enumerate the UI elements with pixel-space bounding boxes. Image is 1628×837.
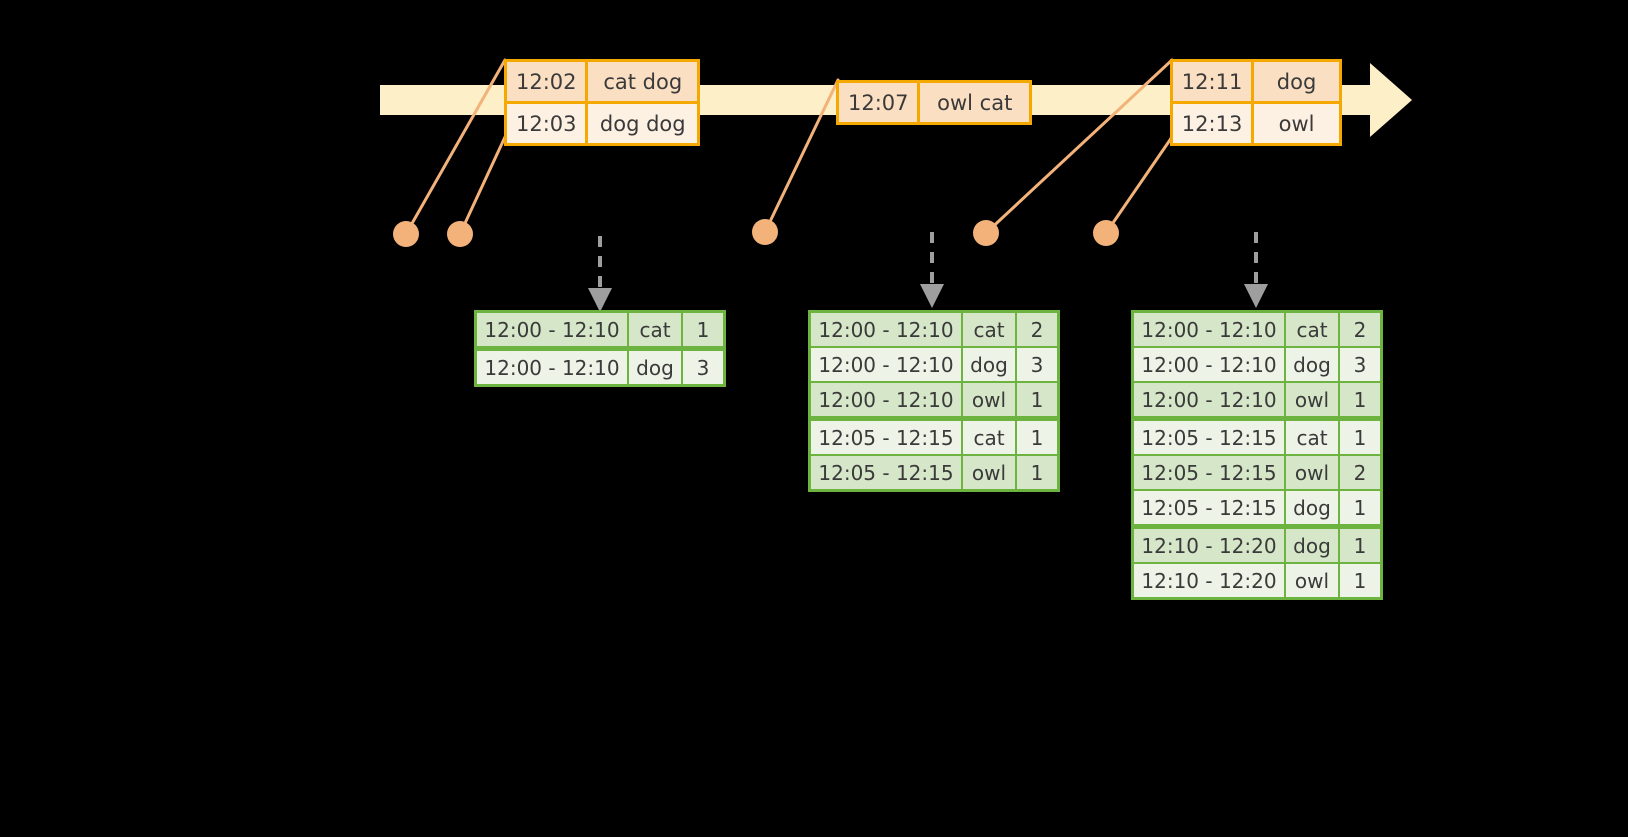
count-cell: 3 [683,351,723,384]
result-arrows [588,232,1268,312]
event-value: owl cat [920,83,1029,122]
window-cell: 12:00 - 12:10 [811,313,961,346]
table-row: 12:00 - 12:10 owl 1 [811,383,1057,416]
count-cell: 1 [683,313,723,346]
event-value: owl [1254,104,1339,143]
table-row: 12:00 - 12:10 cat 2 [811,313,1057,346]
result-table-2: 12:00 - 12:10 cat 2 12:00 - 12:10 dog 3 … [808,310,1060,492]
event-value: cat dog [588,62,697,101]
window-cell: 12:00 - 12:10 [811,348,961,381]
event-group-2: 12:07 owl cat [836,80,1032,125]
key-cell: dog [1286,529,1338,562]
key-cell: cat [963,421,1015,454]
table-row: 12:05 - 12:15 dog 1 [1134,491,1380,524]
stream-dot-5 [1093,220,1119,246]
count-cell: 2 [1340,456,1380,489]
window-cell: 12:05 - 12:15 [1134,491,1284,524]
count-cell: 1 [1017,421,1057,454]
count-cell: 1 [1340,529,1380,562]
event-row: 12:02 cat dog [507,62,697,101]
table-row: 12:00 - 12:10 cat 1 [477,313,723,346]
count-cell: 2 [1017,313,1057,346]
window-cell: 12:00 - 12:10 [477,313,627,346]
window-cell: 12:05 - 12:15 [1134,456,1284,489]
count-cell: 1 [1340,421,1380,454]
key-cell: owl [1286,456,1338,489]
window-cell: 12:05 - 12:15 [811,456,961,489]
result-table-3: 12:00 - 12:10 cat 2 12:00 - 12:10 dog 3 … [1131,310,1383,600]
stream-dot-3 [752,219,778,245]
table-row: 12:00 - 12:10 dog 3 [811,348,1057,381]
stream-dot-4 [973,220,999,246]
event-time: 12:02 [507,62,589,101]
event-row: 12:07 owl cat [839,83,1029,122]
event-time: 12:03 [507,104,589,143]
count-cell: 3 [1017,348,1057,381]
table-row: 12:00 - 12:10 owl 1 [1134,383,1380,416]
key-cell: cat [1286,421,1338,454]
window-cell: 12:00 - 12:10 [811,383,961,416]
table-row: 12:05 - 12:15 cat 1 [811,421,1057,454]
table-row: 12:05 - 12:15 owl 1 [811,456,1057,489]
table-row: 12:00 - 12:10 dog 3 [1134,348,1380,381]
stream-dot-2 [447,221,473,247]
key-cell: owl [963,383,1015,416]
table-row: 12:00 - 12:10 cat 2 [1134,313,1380,346]
result-arrow-3 [1244,232,1268,308]
window-cell: 12:05 - 12:15 [811,421,961,454]
event-value: dog dog [588,104,697,143]
stream-dot-1 [393,221,419,247]
window-cell: 12:00 - 12:10 [477,351,627,384]
key-cell: dog [1286,348,1338,381]
window-cell: 12:10 - 12:20 [1134,564,1284,597]
count-cell: 1 [1017,456,1057,489]
count-cell: 1 [1340,383,1380,416]
event-time: 12:07 [839,83,921,122]
event-group-3: 12:11 dog 12:13 owl [1170,59,1342,146]
table-row: 12:10 - 12:20 dog 1 [1134,529,1380,562]
key-cell: owl [1286,564,1338,597]
event-row: 12:03 dog dog [507,101,697,143]
result-table-1: 12:00 - 12:10 cat 1 12:00 - 12:10 dog 3 [474,310,726,387]
key-cell: dog [1286,491,1338,524]
count-cell: 2 [1340,313,1380,346]
result-arrow-1 [588,236,612,312]
table-row: 12:05 - 12:15 cat 1 [1134,421,1380,454]
count-cell: 1 [1017,383,1057,416]
result-arrow-2 [920,232,944,308]
window-cell: 12:05 - 12:15 [1134,421,1284,454]
table-row: 12:05 - 12:15 owl 2 [1134,456,1380,489]
event-row: 12:11 dog [1173,62,1339,101]
key-cell: cat [1286,313,1338,346]
key-cell: cat [963,313,1015,346]
table-row: 12:10 - 12:20 owl 1 [1134,564,1380,597]
window-cell: 12:00 - 12:10 [1134,313,1284,346]
count-cell: 3 [1340,348,1380,381]
count-cell: 1 [1340,491,1380,524]
event-time: 12:11 [1173,62,1255,101]
key-cell: dog [629,351,681,384]
key-cell: owl [1286,383,1338,416]
window-cell: 12:00 - 12:10 [1134,383,1284,416]
table-row: 12:00 - 12:10 dog 3 [477,351,723,384]
event-value: dog [1254,62,1339,101]
key-cell: cat [629,313,681,346]
key-cell: owl [963,456,1015,489]
count-cell: 1 [1340,564,1380,597]
key-cell: dog [963,348,1015,381]
window-cell: 12:00 - 12:10 [1134,348,1284,381]
event-time: 12:13 [1173,104,1255,143]
window-cell: 12:10 - 12:20 [1134,529,1284,562]
stream-dots [393,219,1119,247]
event-row: 12:13 owl [1173,101,1339,143]
event-group-1: 12:02 cat dog 12:03 dog dog [504,59,700,146]
